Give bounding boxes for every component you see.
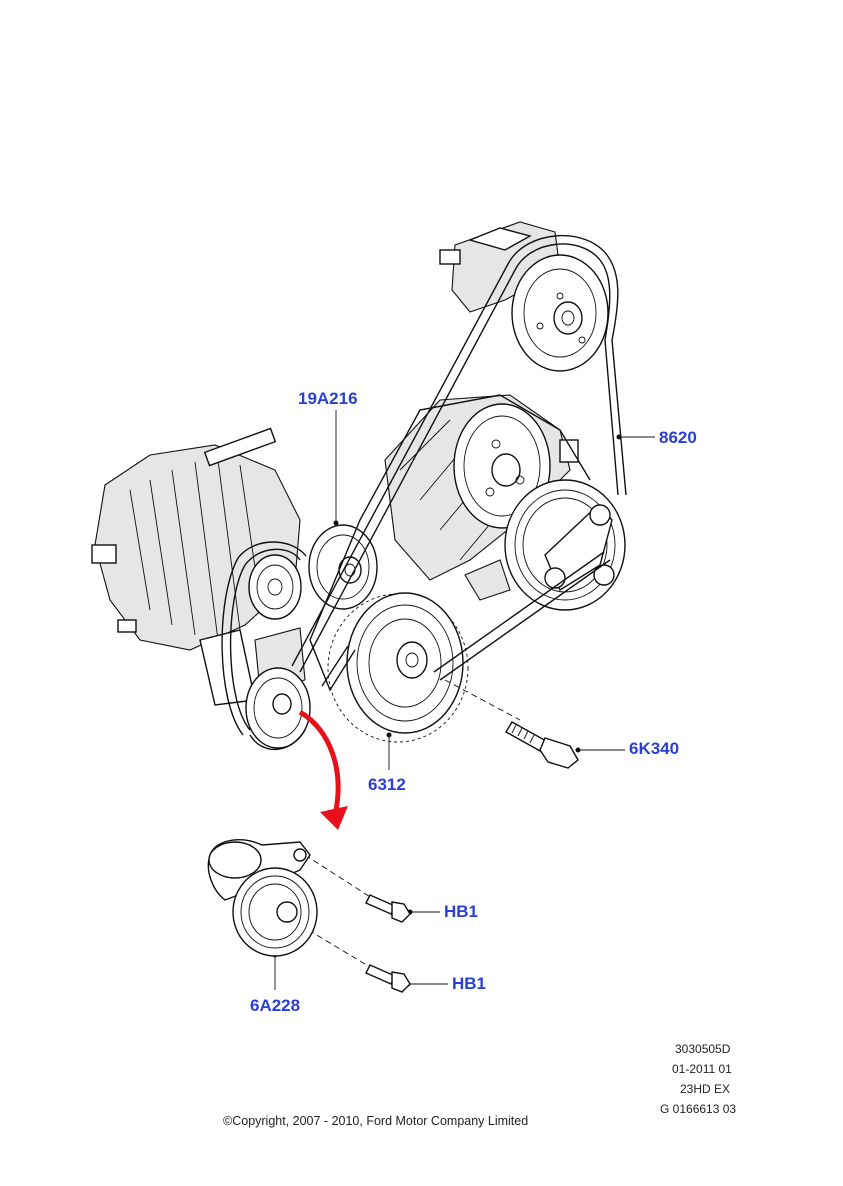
power-steering-pump [439, 221, 609, 372]
callout-19A216: 19A216 [298, 389, 358, 408]
sensor-connector [559, 439, 579, 463]
pulley-bolt [505, 721, 579, 769]
tensioner-bolt-upper [365, 894, 411, 923]
alternator-pulley [248, 554, 302, 620]
callout-HB1-lower: HB1 [452, 974, 487, 993]
ref-code: 3030505D [675, 1042, 731, 1056]
callout-HB1-upper: HB1 [444, 902, 479, 921]
idler-pulley [308, 524, 378, 610]
removal-arrow [298, 709, 341, 816]
drive-belt [221, 235, 627, 751]
removal-arrowhead [320, 806, 348, 830]
tensioner-detail [207, 839, 318, 957]
callout-6312: 6312 [368, 775, 406, 794]
tensioner-bolt-lower [365, 964, 411, 993]
copyright-notice: ©Copyright, 2007 - 2010, Ford Motor Comp… [223, 1114, 529, 1128]
callout-6K340: 6K340 [629, 739, 680, 758]
callout-6A228: 6A228 [250, 996, 301, 1015]
ac-compressor [504, 479, 626, 611]
crankshaft-pulley [327, 592, 469, 743]
callout-8620: 8620 [659, 428, 697, 447]
illustration-id: G 0166613 03 [660, 1102, 737, 1116]
engine-code: 23HD EX [680, 1082, 731, 1096]
tensioner-installed [245, 627, 311, 749]
alternator [91, 427, 301, 706]
date-code: 01-2011 01 [672, 1062, 732, 1076]
